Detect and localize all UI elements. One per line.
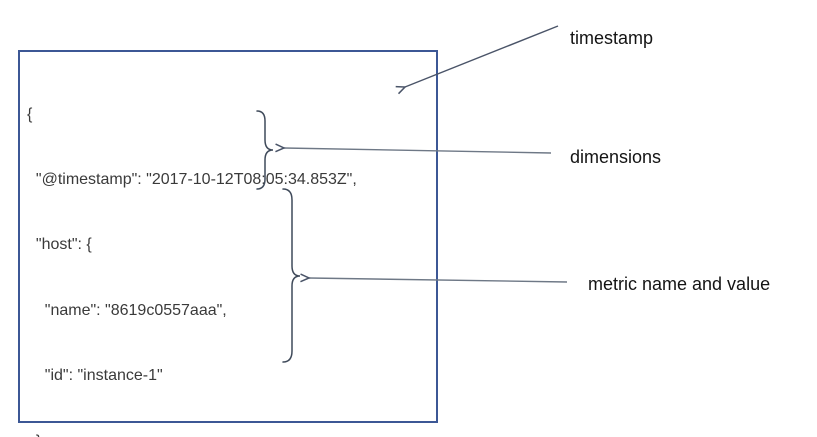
code-line: { xyxy=(27,105,33,123)
code-line-host-open: "host": { xyxy=(27,236,92,254)
timestamp-label: timestamp xyxy=(570,28,654,48)
json-document-box: { "@timestamp": "2017-10-12T08:05:34.853… xyxy=(18,50,438,437)
json-code-block: { "@timestamp": "2017-10-12T08:05:34.853… xyxy=(27,60,357,437)
code-line-host-close: }, xyxy=(27,431,357,437)
code-line-host-name: "name": "8619c0557aaa", xyxy=(27,301,227,319)
code-line-host-id: "id": "instance-1" xyxy=(27,367,163,385)
code-line-timestamp: "@timestamp": "2017-10-12T08:05:34.853Z"… xyxy=(27,170,357,188)
dimensions-label: dimensions xyxy=(570,147,662,167)
metric-name-and-value-label: metric name and value xyxy=(588,274,771,294)
